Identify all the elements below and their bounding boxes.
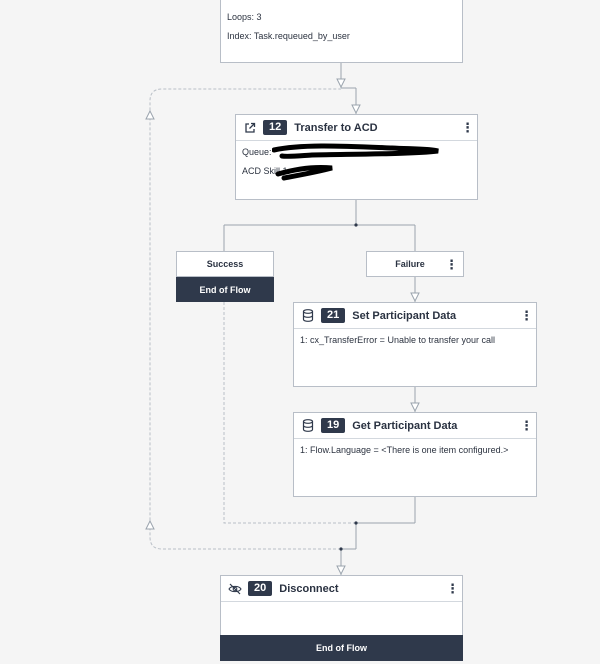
disconnect-node[interactable]: 20 Disconnect ⋮ End of Flow — [220, 575, 463, 661]
transfer-node-title: Transfer to ACD — [294, 121, 378, 134]
loops-text: Loops: 3 — [227, 12, 262, 22]
more-options-icon[interactable]: ⋮ — [446, 581, 459, 596]
disconnect-node-number: 20 — [248, 581, 273, 596]
set-data-line: 1: cx_TransferError = Unable to transfer… — [300, 335, 495, 345]
acd-skill-label: ACD Skill 1: — [242, 166, 291, 176]
transfer-node-header: 12 Transfer to ACD ⋮ — [236, 115, 477, 141]
more-options-icon[interactable]: ⋮ — [520, 308, 533, 323]
set-participant-data-node[interactable]: 21 Set Participant Data ⋮ 1: cx_Transfer… — [293, 302, 537, 387]
set-data-node-header: 21 Set Participant Data ⋮ — [294, 303, 536, 329]
success-end-of-flow: End of Flow — [176, 277, 274, 302]
loop-node[interactable]: Loops: 3 Index: Task.requeued_by_user — [220, 0, 463, 63]
set-data-node-number: 21 — [321, 308, 346, 323]
transfer-node-number: 12 — [263, 120, 288, 135]
disconnect-node-header: 20 Disconnect ⋮ — [221, 576, 462, 602]
failure-path-box[interactable]: Failure ⋮ — [366, 251, 464, 277]
more-options-icon[interactable]: ⋮ — [461, 120, 474, 135]
get-data-line: 1: Flow.Language = <There is one item co… — [300, 445, 509, 455]
transfer-to-acd-node[interactable]: 12 Transfer to ACD ⋮ Queue: ACD Skill 1: — [235, 114, 478, 200]
success-path-label[interactable]: Success — [176, 251, 274, 277]
disconnect-end-of-flow: End of Flow — [220, 635, 463, 661]
get-data-node-title: Get Participant Data — [352, 419, 458, 432]
database-icon — [301, 419, 315, 433]
more-options-icon[interactable]: ⋮ — [445, 257, 458, 272]
get-participant-data-node[interactable]: 19 Get Participant Data ⋮ 1: Flow.Langua… — [293, 412, 537, 497]
index-text: Index: Task.requeued_by_user — [227, 31, 350, 41]
eye-slash-icon — [228, 582, 242, 596]
disconnect-node-title: Disconnect — [279, 582, 339, 595]
external-link-icon — [243, 121, 257, 135]
redaction-scribble — [272, 143, 439, 181]
failure-path-label: Failure — [395, 259, 425, 269]
set-data-node-title: Set Participant Data — [352, 309, 457, 322]
get-data-node-number: 19 — [321, 418, 346, 433]
more-options-icon[interactable]: ⋮ — [520, 418, 533, 433]
queue-label: Queue: — [242, 147, 272, 157]
database-icon — [301, 309, 315, 323]
get-data-node-header: 19 Get Participant Data ⋮ — [294, 413, 536, 439]
